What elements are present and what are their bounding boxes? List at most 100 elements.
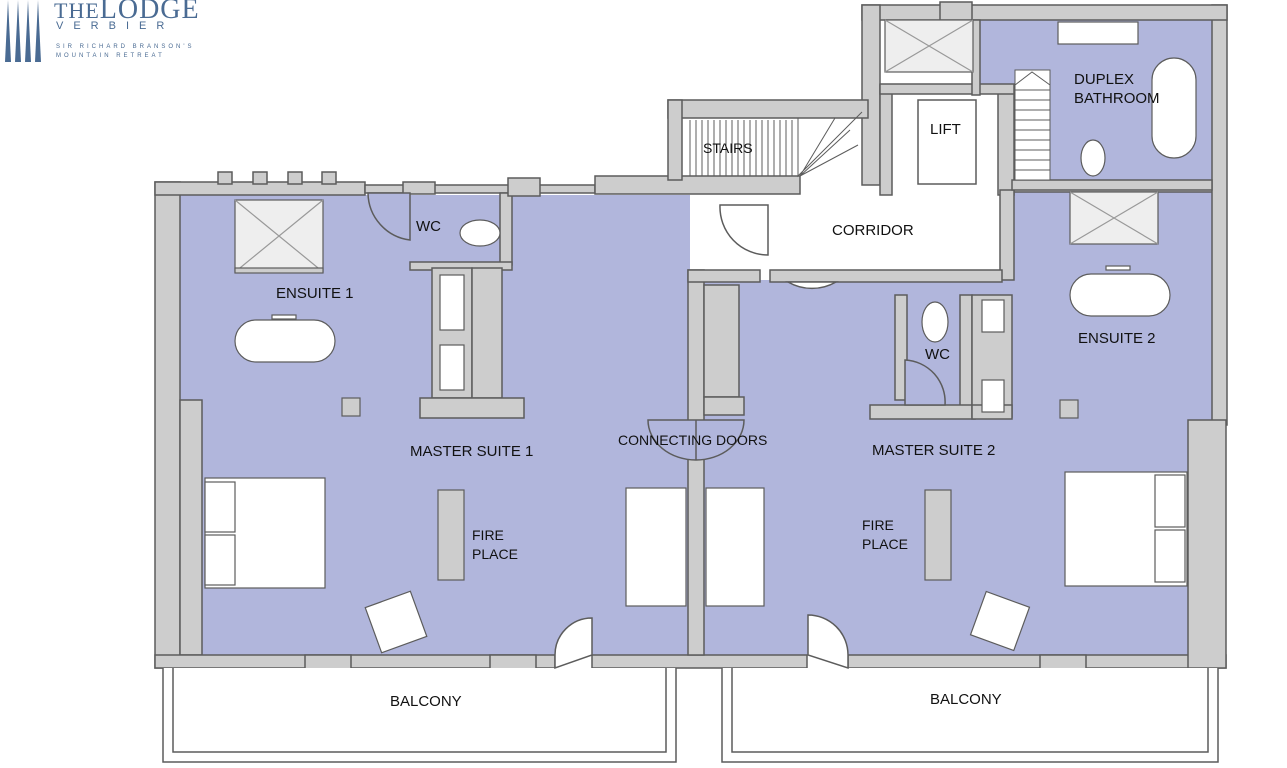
bathtub-1 bbox=[234, 319, 336, 363]
pier bbox=[252, 171, 268, 185]
wall-stair-top bbox=[667, 99, 869, 119]
wall-duct-1-base bbox=[419, 397, 525, 419]
pier bbox=[287, 171, 303, 185]
wall-left-pier bbox=[179, 399, 203, 656]
stair-winder bbox=[797, 111, 863, 178]
door-swings bbox=[367, 192, 946, 670]
wall-center-cap bbox=[703, 396, 745, 416]
armchair-1 bbox=[364, 590, 428, 654]
wall-bottom-right bbox=[847, 654, 1227, 669]
wall-top-mid bbox=[364, 184, 596, 194]
pier bbox=[321, 171, 337, 185]
wall-lift-top bbox=[879, 83, 1015, 95]
basin-2b bbox=[981, 379, 1005, 413]
fixtures bbox=[204, 19, 1197, 654]
label-ensuite-1: ENSUITE 1 bbox=[276, 285, 354, 302]
label-corridor: CORRIDOR bbox=[832, 222, 914, 239]
brand-logo: THELODGE VERBIER SIR RICHARD BRANSON'S M… bbox=[0, 0, 240, 64]
bed-1-pillow-b bbox=[204, 534, 236, 586]
wall-wc2-bottom bbox=[869, 404, 976, 420]
door-main-1 bbox=[554, 617, 593, 670]
fireplace-1 bbox=[437, 489, 465, 581]
wall-right-pier bbox=[1187, 419, 1227, 669]
bathtub-2 bbox=[1069, 273, 1171, 317]
wall-bath-bottom bbox=[1011, 179, 1213, 191]
shower-2-cross bbox=[1069, 191, 1159, 245]
column-2 bbox=[1059, 399, 1079, 419]
logo-title: THELODGE bbox=[54, 0, 200, 25]
sofa-1 bbox=[625, 487, 687, 607]
bed-1-pillow-a bbox=[204, 481, 236, 533]
pier bbox=[402, 181, 436, 195]
wall-outer-right bbox=[1211, 4, 1228, 426]
lift-car bbox=[917, 99, 977, 185]
pier bbox=[507, 177, 541, 197]
wall-wc2-left bbox=[894, 294, 908, 401]
wall-bottom-mid bbox=[591, 654, 808, 669]
wall-wc2-right bbox=[959, 294, 973, 418]
label-balcony-1: BALCONY bbox=[390, 693, 462, 710]
wall-top-stair bbox=[594, 175, 801, 195]
duplex-stair-box bbox=[1014, 69, 1051, 181]
label-wc-2: WC bbox=[925, 346, 950, 363]
wall-lift-left bbox=[879, 84, 893, 196]
vanity-3 bbox=[1057, 21, 1139, 45]
pier bbox=[1039, 654, 1087, 670]
balconies bbox=[162, 668, 1219, 763]
armchair-2 bbox=[969, 590, 1031, 652]
pier bbox=[217, 171, 233, 185]
label-duplex-bathroom: DUPLEX BATHROOM bbox=[1074, 71, 1160, 107]
basin-2a bbox=[981, 299, 1005, 333]
stair-lines bbox=[689, 120, 793, 176]
fireplace-2 bbox=[924, 489, 952, 581]
balcony-2-rail bbox=[721, 668, 1219, 763]
label-balcony-2: BALCONY bbox=[930, 691, 1002, 708]
shower-3-cross bbox=[884, 19, 974, 73]
toilet-1 bbox=[459, 219, 501, 247]
label-stairs: STAIRS bbox=[703, 140, 753, 156]
basin-1b bbox=[439, 344, 465, 391]
pier bbox=[939, 1, 973, 21]
toilet-2 bbox=[921, 301, 949, 343]
label-connecting-doors: CONNECTING DOORS bbox=[618, 432, 768, 448]
toilet-3 bbox=[1080, 139, 1106, 177]
logo-location: VERBIER bbox=[56, 20, 175, 32]
pier bbox=[489, 654, 537, 670]
door-main-2 bbox=[807, 614, 849, 670]
bed-2-pillow-b bbox=[1154, 529, 1186, 583]
shower-1-tray bbox=[234, 267, 324, 274]
door-corridor-2 bbox=[785, 281, 839, 290]
label-lift: LIFT bbox=[930, 121, 961, 138]
label-wc-1: WC bbox=[416, 218, 441, 235]
wall-stair-left bbox=[667, 99, 683, 181]
duplex-stair-lines bbox=[1014, 71, 1051, 171]
label-master-suite-2: MASTER SUITE 2 bbox=[872, 442, 996, 459]
door-corridor-1 bbox=[719, 204, 769, 256]
wall-corridor-right bbox=[999, 189, 1015, 281]
sofa-2 bbox=[705, 487, 765, 607]
tap-2 bbox=[1105, 265, 1131, 271]
wall-lift-right bbox=[997, 84, 1015, 196]
door-wc-2 bbox=[904, 359, 946, 406]
balcony-1-rail bbox=[162, 668, 677, 763]
label-ensuite-2: ENSUITE 2 bbox=[1078, 330, 1156, 347]
shower-1-cross bbox=[234, 199, 324, 273]
door-wc-1 bbox=[367, 192, 411, 241]
stairs-treads bbox=[689, 69, 1051, 181]
wall-duct-1-inner bbox=[471, 267, 503, 399]
wall-center-spine bbox=[687, 269, 705, 656]
wall-center-inner bbox=[703, 284, 740, 398]
wall-bath-top bbox=[861, 4, 1228, 21]
logo-tagline: SIR RICHARD BRANSON'S MOUNTAIN RETREAT bbox=[56, 44, 195, 59]
label-fireplace-1: FIRE PLACE bbox=[472, 527, 518, 562]
bathtub-3 bbox=[1151, 57, 1197, 159]
label-fireplace-2: FIRE PLACE bbox=[862, 517, 908, 552]
wall-center-top bbox=[687, 269, 761, 283]
wall-outer-left bbox=[154, 181, 181, 669]
column-1 bbox=[341, 397, 361, 417]
wall-bath-left bbox=[861, 4, 881, 186]
label-master-suite-1: MASTER SUITE 1 bbox=[410, 443, 534, 460]
basin-1a bbox=[439, 274, 465, 331]
wall-corridor-bottom bbox=[769, 269, 1003, 283]
